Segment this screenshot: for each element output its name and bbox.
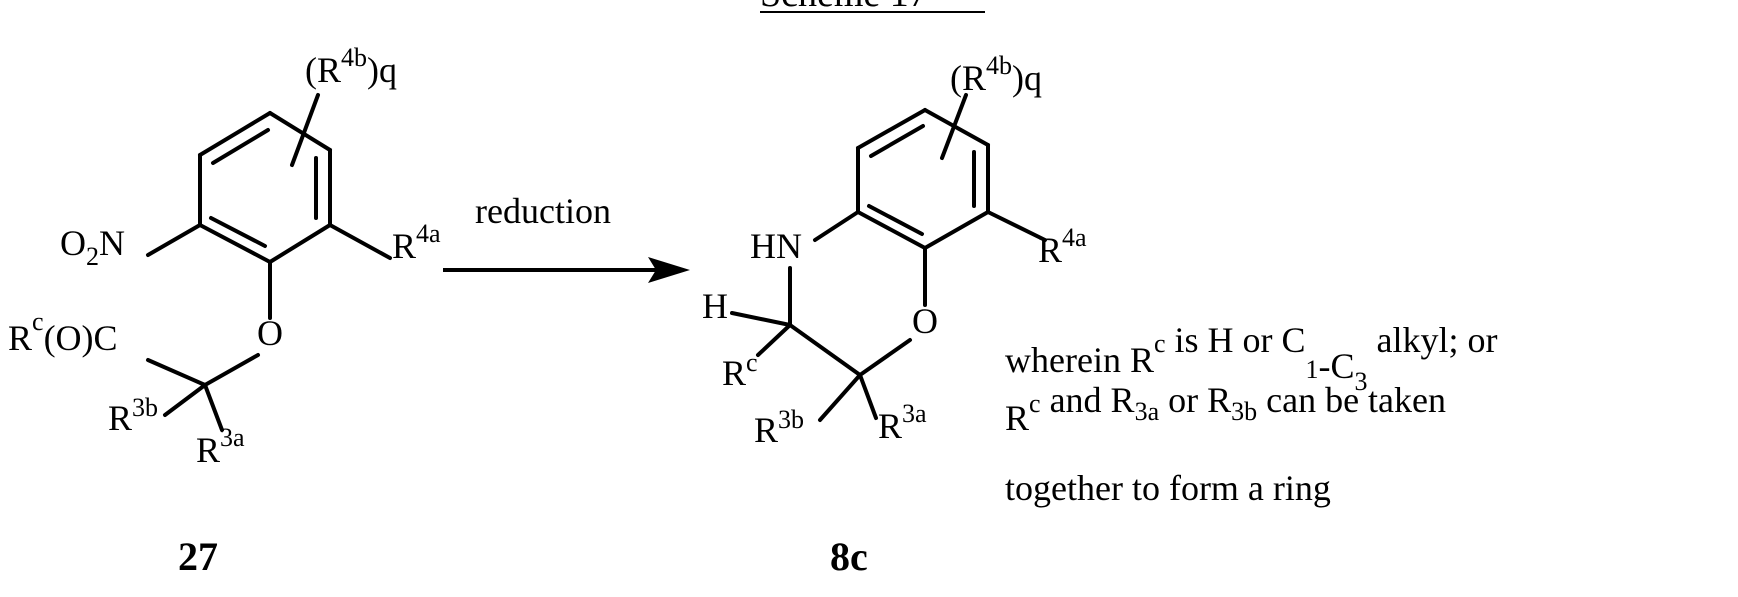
reaction-arrow [443, 257, 690, 283]
product-r4a-label: R4a [1038, 223, 1087, 270]
product-r4b-group: (R4b)q [950, 51, 1042, 98]
product-rc-label: Rc [722, 348, 758, 393]
reactant-oxygen-label: O [257, 313, 283, 353]
reactant-nitro-label: O2N [60, 223, 125, 271]
reactant-r4b-group: (R4b)q [305, 43, 397, 90]
product-compound-number: 8c [830, 534, 868, 579]
reactant-27-structure [148, 95, 390, 430]
arrow-label: reduction [475, 191, 611, 231]
product-oxygen-label: O [912, 301, 938, 341]
product-r3b-label: R3b [754, 405, 804, 450]
reactant-r3b-label: R3b [108, 393, 158, 438]
reactant-r3a-label: R3a [196, 423, 245, 470]
reactant-compound-number: 27 [178, 534, 218, 579]
product-r3a-label: R3a [878, 399, 927, 446]
product-h-label: H [702, 286, 728, 326]
reactant-r4a-label: R4a [392, 219, 441, 266]
reactant-ester-label: Rc(O)C [8, 307, 118, 358]
note-line-2: Rc and R3a or R3b can be taken [1005, 380, 1446, 438]
note-line-3: together to form a ring [1005, 468, 1331, 508]
product-nh-label: HN [750, 226, 802, 266]
